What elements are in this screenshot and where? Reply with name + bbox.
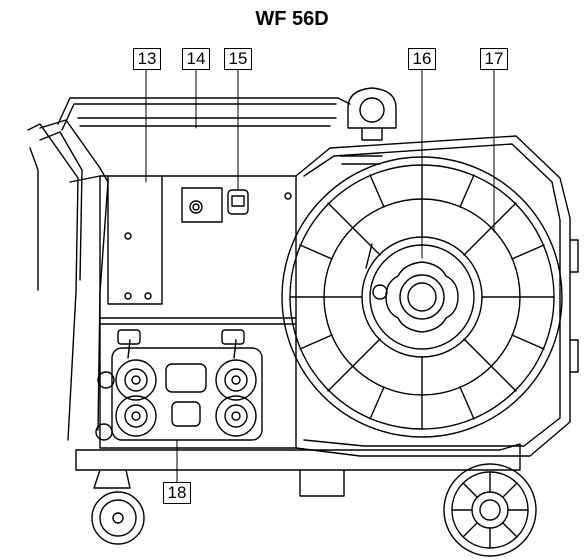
leader-lines	[145, 69, 495, 483]
callout-15: 15	[224, 48, 252, 70]
rear-wheel	[443, 463, 537, 557]
callout-13: 13	[133, 48, 161, 70]
callout-14: 14	[182, 48, 210, 70]
front-panel-connectors	[124, 189, 292, 300]
callout-18: 18	[163, 482, 191, 504]
callout-16: 16	[408, 48, 436, 70]
callout-17: 17	[480, 48, 508, 70]
caster-wheel	[91, 469, 145, 545]
top-handle-rails	[57, 97, 351, 131]
cabinet-body	[69, 175, 297, 449]
left-handle	[27, 119, 109, 441]
base-rail	[75, 443, 521, 497]
wire-spool	[281, 156, 563, 438]
lifting-eye	[347, 87, 397, 141]
spool-cover-frame	[295, 135, 579, 457]
spool-hub-knob	[365, 243, 459, 333]
diagram-title: WF 56D	[255, 8, 329, 30]
wire-drive-rollers	[95, 329, 263, 441]
